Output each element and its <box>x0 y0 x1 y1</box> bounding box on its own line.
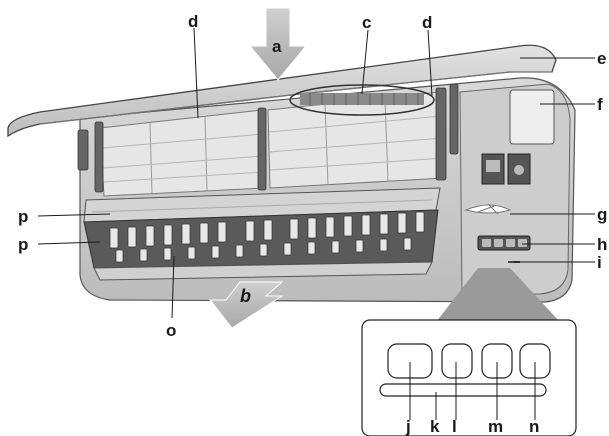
label-f: f <box>597 95 603 114</box>
label-g: g <box>597 205 607 224</box>
deodorizing-filter <box>289 84 435 116</box>
label-o: o <box>166 321 176 340</box>
label-p-lower: p <box>18 235 28 254</box>
label-e: e <box>597 49 606 68</box>
callout-labels: a b c d d e f g h i j k l m n o p p <box>18 12 607 436</box>
louvers <box>109 211 425 263</box>
label-d-left: d <box>188 12 198 31</box>
air-filter-left <box>99 109 265 197</box>
label-h: h <box>597 235 607 254</box>
air-outlet-arrow <box>208 281 284 329</box>
flap-lower <box>93 261 433 281</box>
label-d-right: d <box>422 13 432 32</box>
zoom-pointer <box>436 268 560 322</box>
air-inlet-arrow <box>248 7 308 81</box>
label-i: i <box>597 253 602 272</box>
label-n: n <box>529 417 539 436</box>
leader-lines <box>37 27 595 319</box>
service-cover <box>509 89 555 145</box>
label-k: k <box>430 417 440 436</box>
label-b: b <box>240 286 251 306</box>
label-p-upper: p <box>18 207 28 226</box>
label-a: a <box>272 37 282 56</box>
label-c: c <box>362 13 371 32</box>
indicator-lamps <box>477 235 531 251</box>
indicator-detail-box <box>361 319 577 436</box>
filter-hinges <box>77 83 459 193</box>
label-m: m <box>488 417 503 436</box>
label-l: l <box>452 417 457 436</box>
front-panel <box>7 44 557 138</box>
terminal-blocks <box>481 153 531 185</box>
label-j: j <box>405 417 411 436</box>
signal-receiver-emblem <box>464 203 512 215</box>
